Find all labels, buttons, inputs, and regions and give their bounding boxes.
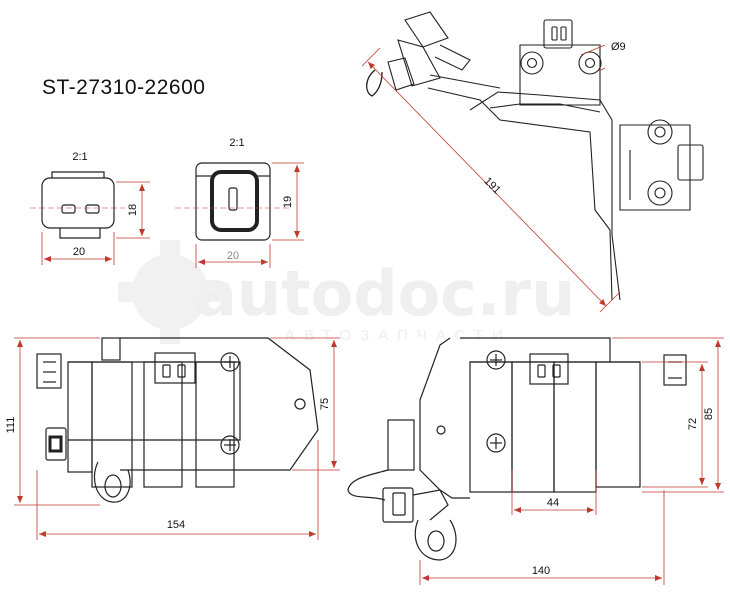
dim-label-front-height-total: 111 [5, 417, 17, 434]
dim-side-height-body [642, 361, 708, 488]
dim-label-hole-diameter: Ø9 [611, 41, 626, 53]
dim-label-conn-left-width: 20 [73, 246, 85, 258]
dim-label-conn-left-height: 18 [127, 204, 139, 216]
dim-conn-right-width [195, 244, 271, 268]
dim-side-height-total [612, 337, 724, 493]
gear-logo-icon [118, 240, 222, 344]
scale-label-left: 2:1 [72, 151, 87, 163]
front-view [36, 337, 319, 503]
dim-front-height-total [14, 337, 100, 506]
side-view [347, 337, 687, 561]
dim-front-height-bracket [270, 337, 340, 471]
dim-conn-left-height [116, 181, 150, 239]
part-number: ST-27310-22600 [42, 76, 206, 99]
dim-label-side-width-tower: 44 [547, 497, 559, 509]
dim-side-width-total [419, 490, 665, 585]
dim-label-front-height-bracket: 75 [319, 398, 331, 410]
dim-label-conn-right-height: 19 [282, 196, 294, 208]
watermark: autodoc.ru АВТОЗАПЧАСТИ [118, 240, 575, 344]
dim-label-side-height-body: 72 [687, 418, 699, 430]
dim-diagonal-length [361, 47, 621, 313]
dim-label-diagonal-length: 191 [481, 175, 502, 196]
dim-side-width-tower [511, 470, 597, 515]
watermark-brand: autodoc.ru [195, 257, 575, 330]
dim-label-side-height-total: 85 [703, 408, 715, 420]
connector-view-left [30, 171, 125, 239]
dim-front-width [36, 440, 319, 540]
dim-conn-left-width [41, 232, 115, 265]
scale-label-right: 2:1 [229, 137, 244, 149]
connector-view-right [175, 162, 290, 241]
dim-label-side-width-total: 140 [532, 565, 550, 577]
dim-label-conn-right-width: 20 [227, 250, 239, 262]
dim-hole-diameter [580, 44, 606, 72]
dim-conn-right-height [272, 162, 304, 241]
watermark-tagline: АВТОЗАПЧАСТИ [285, 327, 512, 344]
dim-label-front-width: 154 [167, 519, 185, 531]
